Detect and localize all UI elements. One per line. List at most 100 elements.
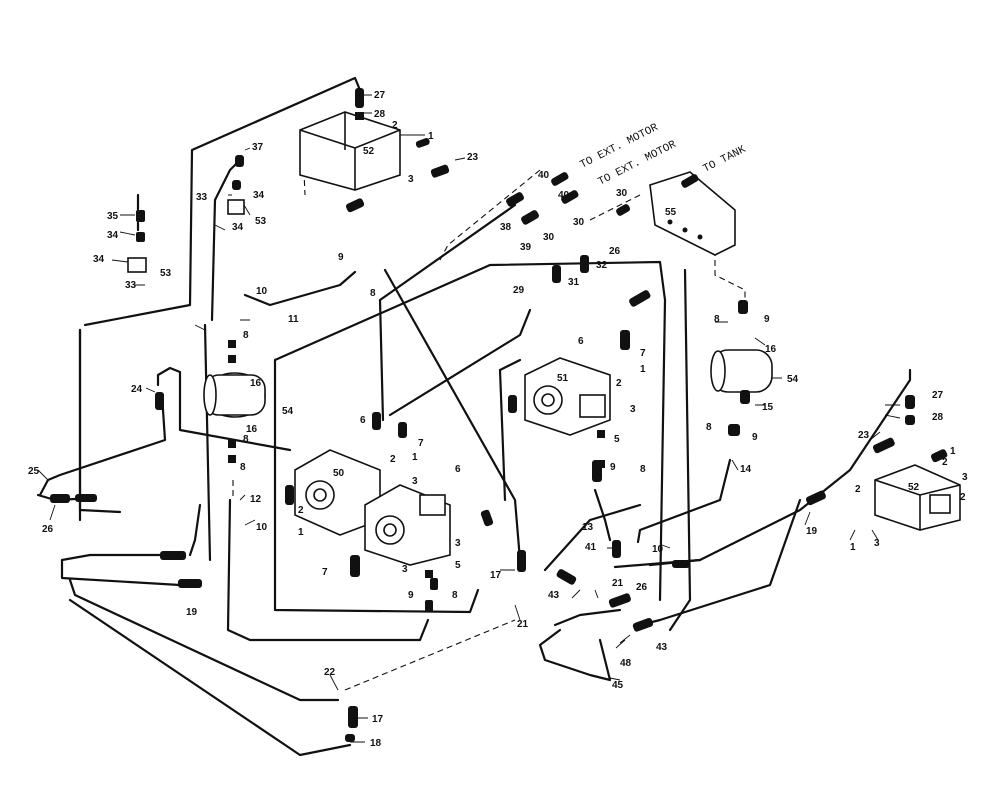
callout-43-right: 43	[656, 642, 668, 653]
callout-32: 32	[596, 260, 608, 271]
callout-26-bottom: 26	[636, 582, 648, 593]
dash-top-right	[439, 169, 541, 261]
block-53-top	[227, 199, 245, 215]
callout-1-f: 1	[850, 542, 856, 553]
callout-2-e: 2	[942, 457, 948, 468]
callout-8-d: 8	[240, 462, 246, 473]
callout-8-g: 8	[714, 314, 720, 325]
filter-54-left	[203, 372, 266, 418]
callout-24: 24	[131, 384, 143, 395]
pipe-mid-long	[188, 503, 202, 557]
pipe-18-loop	[68, 598, 352, 757]
callout-1-b: 1	[412, 452, 418, 463]
callout-2-g: 2	[960, 492, 966, 503]
callout-6-b: 6	[455, 464, 461, 475]
callout-13: 13	[582, 522, 594, 533]
callout-34-d: 34	[93, 254, 105, 265]
fittings	[50, 88, 948, 742]
callout-14: 14	[740, 464, 752, 475]
callout-2-d: 2	[616, 378, 622, 389]
callout-31: 31	[568, 277, 580, 288]
callout-8-b: 8	[243, 330, 249, 341]
callout-34-a: 34	[253, 190, 265, 201]
callout-34-c: 34	[107, 230, 119, 241]
pipe-right-diag	[498, 358, 522, 502]
callout-6-a: 6	[360, 415, 366, 426]
dash-22	[344, 619, 516, 691]
callout-3-top: 3	[408, 174, 414, 185]
callout-48: 48	[620, 658, 632, 669]
callout-8-e: 8	[452, 590, 458, 601]
callout-19-right: 19	[806, 526, 818, 537]
callout-16-a: 16	[250, 378, 262, 389]
callout-8-f: 8	[640, 464, 646, 475]
callout-54-right: 54	[787, 374, 799, 385]
callout-26-top: 26	[609, 246, 621, 257]
pipe-19-loop	[60, 553, 340, 702]
callout-3-f: 3	[962, 472, 968, 483]
callout-37: 37	[252, 142, 264, 153]
callout-17-bottom: 17	[372, 714, 384, 725]
annotations: TO EXT. MOTOR TO EXT. MOTOR TO TANK	[578, 122, 748, 189]
callout-17-mid: 17	[490, 570, 502, 581]
callout-52-right: 52	[908, 482, 920, 493]
callout-16-b: 16	[246, 424, 258, 435]
pipe-24	[156, 366, 292, 452]
callout-3-e: 3	[630, 404, 636, 415]
pump-51	[524, 357, 611, 436]
callout-1-c: 1	[298, 527, 304, 538]
callout-3-c: 3	[455, 538, 461, 549]
pipe-21-right	[543, 503, 642, 572]
components	[127, 111, 961, 566]
callout-9-a: 9	[338, 252, 344, 263]
pipe-right-vertical	[668, 268, 692, 632]
pipe-diag-long	[383, 268, 522, 562]
callout-12: 12	[250, 494, 262, 505]
filter-54-right	[710, 349, 773, 393]
callout-43-left: 43	[548, 590, 560, 601]
callout-6-c: 6	[578, 336, 584, 347]
callout-2-c: 2	[298, 505, 304, 516]
callout-10-c: 10	[652, 544, 664, 555]
callout-16-c: 16	[765, 344, 777, 355]
callout-28-top: 28	[374, 109, 386, 120]
pipe-11	[243, 270, 357, 307]
callout-7-c: 7	[640, 348, 646, 359]
pipes	[36, 76, 912, 757]
pipe-37-diagonal	[210, 158, 242, 322]
callout-21-right: 21	[612, 578, 624, 589]
dash-55	[589, 194, 746, 300]
callout-1-top: 1	[428, 131, 434, 142]
callout-35: 35	[107, 211, 119, 222]
tank-plate-55	[649, 171, 736, 256]
valve-block-52-right	[874, 464, 961, 531]
callout-9-b: 9	[408, 590, 414, 601]
callout-3-b: 3	[412, 476, 418, 487]
callout-9-e: 9	[752, 432, 758, 443]
callout-8-h: 8	[706, 422, 712, 433]
callout-29: 29	[513, 285, 525, 296]
callout-8-c: 8	[243, 434, 249, 445]
callout-10-a: 10	[256, 286, 268, 297]
callout-5-b: 5	[614, 434, 620, 445]
valve-block-52-top	[299, 111, 401, 191]
callout-51: 51	[557, 373, 569, 384]
pipe-to-41	[593, 488, 612, 542]
callout-2-b: 2	[390, 454, 396, 465]
pipe-12	[203, 323, 430, 642]
callout-33-b: 33	[125, 280, 137, 291]
callout-53-left: 53	[160, 268, 172, 279]
to-tank-annotation: TO TANK	[701, 144, 748, 176]
callout-1-d: 1	[640, 364, 646, 375]
callout-30-c: 30	[543, 232, 555, 243]
callout-2-top: 2	[392, 120, 398, 131]
callout-39: 39	[520, 242, 532, 253]
pipe-45-loop	[538, 608, 622, 682]
callout-40-b: 40	[558, 190, 570, 201]
callout-11: 11	[288, 314, 299, 325]
callout-3-g: 3	[874, 538, 880, 549]
callout-50: 50	[333, 468, 345, 479]
pipe-diag-to-51	[378, 203, 532, 422]
callout-7-b: 7	[322, 567, 328, 578]
